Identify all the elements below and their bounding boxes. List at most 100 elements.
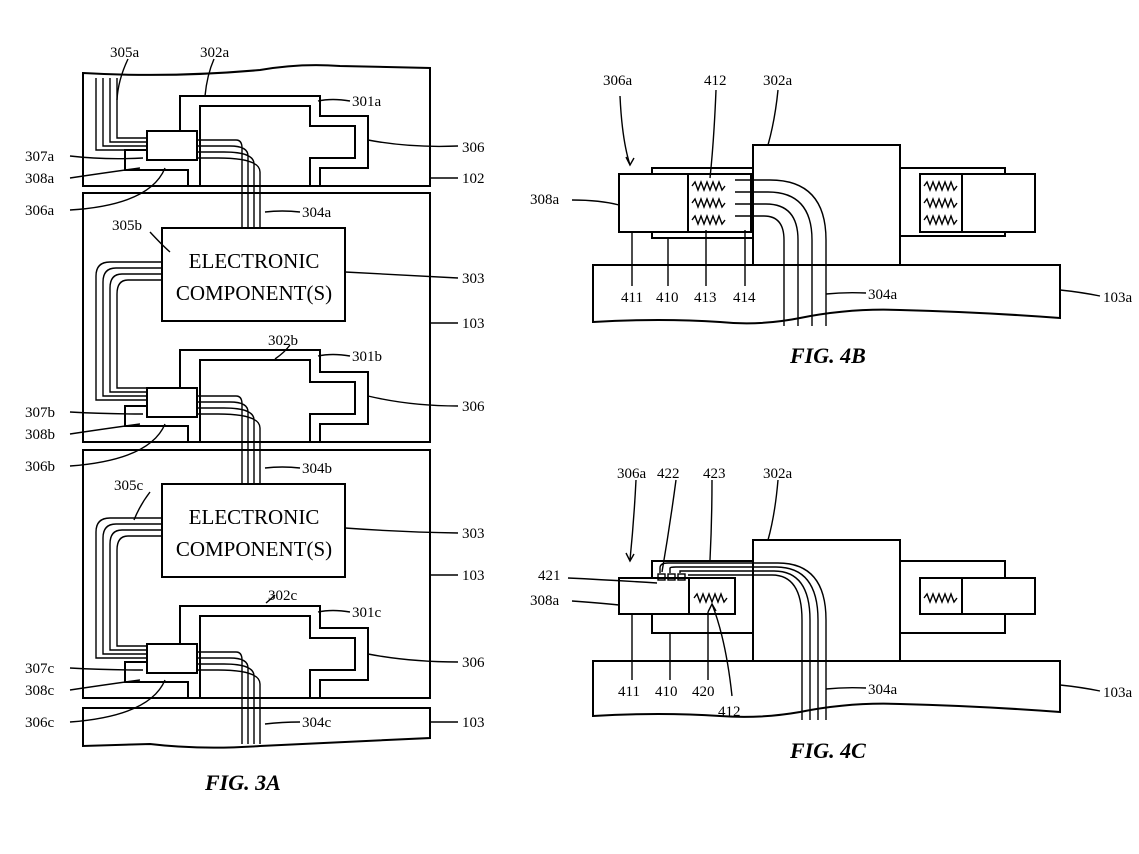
hinge-assembly-c — [124, 605, 369, 744]
cavity-302c — [199, 615, 356, 698]
arrowhead-306a — [625, 156, 635, 167]
flex-cable-304c — [197, 651, 261, 744]
figure-caption-4b: FIG. 4B — [789, 343, 866, 368]
housing-segment-103-upper — [82, 192, 431, 443]
label-301c: 301c — [352, 605, 382, 621]
label-414: 414 — [733, 290, 756, 306]
housing-103a — [592, 264, 1061, 325]
flex-cable-423 — [659, 562, 827, 720]
label-303: 303 — [462, 271, 485, 287]
label-306b: 306b — [25, 459, 55, 475]
component-text-line1: ELECTRONIC — [189, 249, 320, 273]
label-305b: 305b — [112, 218, 142, 234]
spring-contacts-right — [923, 180, 958, 226]
label-306a: 306a — [617, 466, 647, 482]
label-304a: 304a — [302, 205, 332, 221]
flex-cable-305a — [95, 78, 147, 151]
label-301b: 301b — [352, 349, 382, 365]
cavity-301b — [124, 349, 369, 442]
electronic-component-303-upper — [161, 227, 346, 322]
label-103a: 103a — [1103, 685, 1133, 701]
component-text-line1: ELECTRONIC — [189, 505, 320, 529]
spring-contact-412 — [693, 592, 728, 604]
label-422: 422 — [657, 466, 680, 482]
label-308b: 308b — [25, 427, 55, 443]
leader-lines-4c — [567, 479, 1101, 697]
flex-cable-304a — [735, 179, 827, 326]
housing-103a — [592, 660, 1061, 718]
label-301a: 301a — [352, 94, 382, 110]
connector-308b — [146, 387, 198, 418]
label-308a: 308a — [25, 171, 55, 187]
label-304a: 304a — [868, 287, 898, 303]
flex-cable-304b — [197, 395, 261, 484]
hinge-assembly-a — [95, 78, 369, 230]
label-302a: 302a — [763, 73, 793, 89]
cavity-301a — [124, 95, 369, 186]
label-410: 410 — [655, 684, 678, 700]
pad-421 — [657, 573, 666, 581]
label-302c: 302c — [268, 588, 298, 604]
label-412: 412 — [718, 704, 741, 720]
component-text-line2: COMPONENT(S) — [176, 281, 332, 305]
label-306: 306 — [462, 655, 485, 671]
spring-contact-right — [923, 592, 958, 604]
flex-cable-305b — [95, 261, 162, 401]
housing-segment-103-lower — [82, 449, 431, 699]
spring-contacts-412 — [691, 180, 726, 226]
label-303: 303 — [462, 526, 485, 542]
label-308a: 308a — [530, 192, 560, 208]
pad-421 — [677, 573, 686, 581]
label-308c: 308c — [25, 683, 55, 699]
connector-308c — [146, 643, 198, 674]
flex-cable-305c — [95, 517, 162, 659]
label-304b: 304b — [302, 461, 332, 477]
contact-block-right — [919, 577, 963, 615]
housing-segment-bottom — [82, 707, 431, 749]
label-103: 103 — [462, 316, 485, 332]
label-103: 103 — [462, 568, 485, 584]
label-304c: 304c — [302, 715, 332, 731]
label-306a: 306a — [603, 73, 633, 89]
contact-block-420 — [688, 577, 736, 615]
label-412: 412 — [704, 73, 727, 89]
label-302a: 302a — [200, 45, 230, 61]
pad-421 — [667, 573, 676, 581]
figure-4b: 306a 412 302a 308a 411 410 413 414 304a … — [530, 73, 1133, 368]
cavity-302a — [199, 105, 356, 186]
label-413: 413 — [694, 290, 717, 306]
label-102: 102 — [462, 171, 485, 187]
label-411: 411 — [618, 684, 640, 700]
connector-308a — [146, 130, 198, 161]
label-307b: 307b — [25, 405, 55, 421]
label-307c: 307c — [25, 661, 55, 677]
label-423: 423 — [703, 466, 726, 482]
electronic-component-303-lower — [161, 483, 346, 578]
label-305c: 305c — [114, 478, 144, 494]
housing-segment-top — [82, 64, 431, 187]
flex-cable-304a — [197, 139, 261, 230]
label-305a: 305a — [110, 45, 140, 61]
cavity-301c — [124, 605, 369, 698]
label-420: 420 — [692, 684, 715, 700]
label-103a: 103a — [1103, 290, 1133, 306]
leader-lines-4b — [571, 89, 1101, 297]
label-306a: 306a — [25, 203, 55, 219]
leader-lines-3a — [69, 58, 459, 725]
label-308a: 308a — [530, 593, 560, 609]
label-307a: 307a — [25, 149, 55, 165]
label-411: 411 — [621, 290, 643, 306]
label-421: 421 — [538, 568, 561, 584]
label-306: 306 — [462, 399, 485, 415]
label-302b: 302b — [268, 333, 298, 349]
label-306c: 306c — [25, 715, 55, 731]
cavity-302b — [199, 359, 356, 442]
component-text-line2: COMPONENT(S) — [176, 537, 332, 561]
figure-3a: ELECTRONIC COMPONENT(S) ELECTRONIC COMPO… — [25, 45, 485, 795]
label-410: 410 — [656, 290, 679, 306]
hinge-assembly-b — [124, 349, 369, 484]
figure-caption-4c: FIG. 4C — [789, 738, 866, 763]
figure-caption-3a: FIG. 3A — [204, 770, 281, 795]
